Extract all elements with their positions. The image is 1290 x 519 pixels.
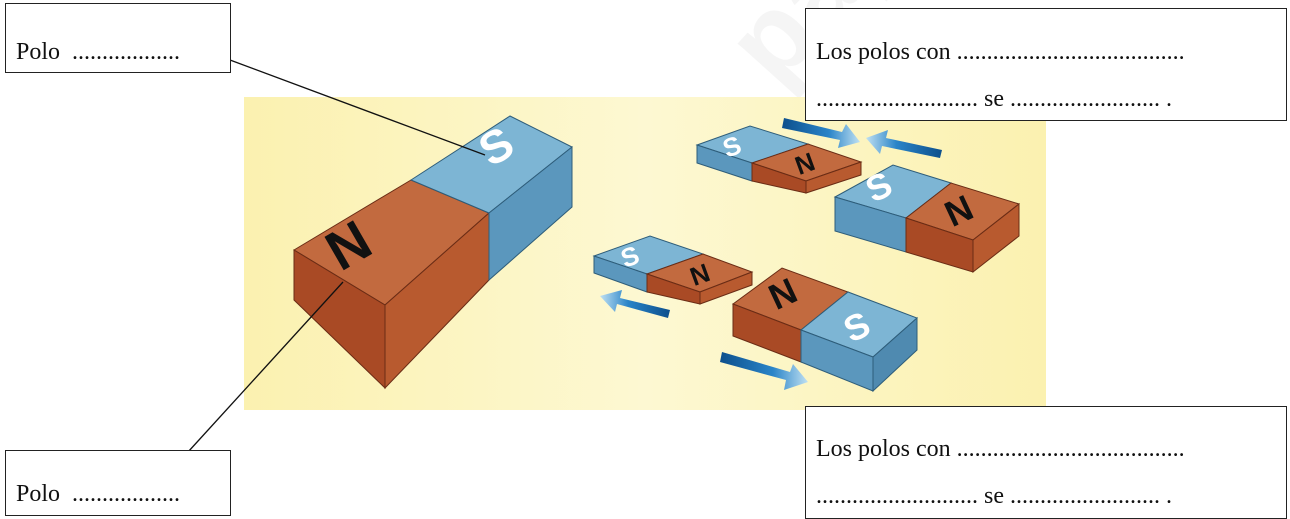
small-magnet-bottom-right: N S — [731, 267, 918, 393]
pole-word: Polo — [16, 39, 61, 65]
small-magnet-top-left: S N — [695, 125, 863, 194]
arrow-left-icon — [866, 130, 942, 158]
large-magnet: N S — [293, 115, 573, 390]
label-box-top-left: Polo .................. — [5, 3, 231, 73]
arrow-right-icon — [720, 352, 808, 390]
statement-line-2[interactable]: ........................... se .........… — [816, 86, 1172, 112]
pole-word: Polo — [16, 481, 61, 507]
small-magnet-bottom-left: S N — [592, 235, 754, 305]
statement-line-1[interactable]: Los polos con ..........................… — [816, 436, 1185, 462]
large-magnet-south-side — [488, 145, 573, 282]
answer-blank[interactable]: .................. — [72, 39, 181, 65]
arrow-right-icon — [782, 118, 860, 148]
label-box-bottom-left: Polo .................. — [5, 450, 231, 516]
small-magnet-top-right: S N — [833, 163, 1021, 274]
label-box-bottom-right: Los polos con ..........................… — [805, 406, 1287, 519]
statement-line-1[interactable]: Los polos con ..........................… — [816, 39, 1185, 65]
label-box-top-right: Los polos con ..........................… — [805, 8, 1287, 121]
arrow-left-icon — [600, 290, 670, 318]
leader-line-top — [229, 59, 486, 156]
leader-line-bottom — [187, 281, 344, 453]
answer-blank[interactable]: .................. — [72, 481, 181, 507]
statement-line-2[interactable]: ........................... se .........… — [816, 483, 1172, 509]
